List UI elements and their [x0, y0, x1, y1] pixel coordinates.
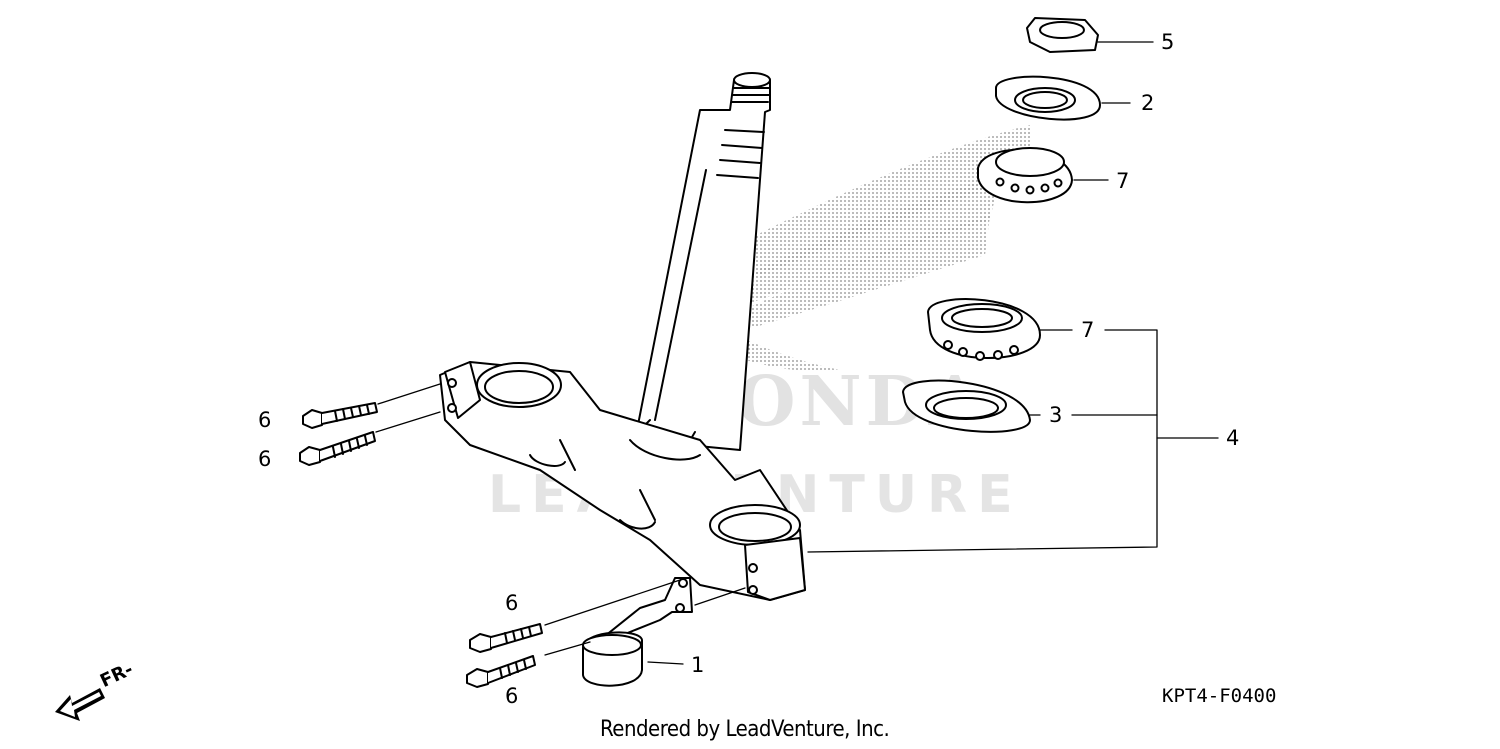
callout-3: 3 [1049, 403, 1063, 427]
callout-2: 2 [1141, 91, 1155, 115]
steering-stem-shaft [624, 72, 771, 461]
callout-7-upper: 7 [1116, 169, 1130, 193]
bolt-6d [466, 655, 536, 688]
callout-6-lower-a: 6 [505, 591, 519, 615]
bearing-race-part-3 [902, 379, 1031, 433]
dust-seal-part-2 [995, 75, 1101, 121]
bolt-6b [299, 431, 376, 466]
cable-guide-part-1 [582, 577, 693, 687]
callout-6-upper-b: 6 [258, 447, 272, 471]
bolt-6a [302, 402, 378, 429]
callout-6-upper-a: 6 [258, 408, 272, 432]
callout-6-lower-b: 6 [505, 684, 519, 708]
lower-bearing-part-7 [927, 298, 1041, 361]
callout-5: 5 [1161, 30, 1175, 54]
callout-1: 1 [691, 653, 705, 677]
lower-bracket [439, 361, 806, 601]
leader-lines [375, 41, 1219, 665]
honda-wing-watermark [667, 125, 1030, 372]
bolt-6c [469, 623, 543, 653]
front-direction-arrow [55, 688, 105, 721]
steering-nut-part-5 [1026, 17, 1099, 53]
render-credit: Rendered by LeadVenture, Inc. [600, 717, 890, 742]
diagram-code: KPT4-F0400 [1162, 685, 1277, 707]
callout-4: 4 [1226, 426, 1240, 450]
callout-7-lower: 7 [1081, 318, 1095, 342]
upper-bearing-part-7 [977, 147, 1073, 204]
